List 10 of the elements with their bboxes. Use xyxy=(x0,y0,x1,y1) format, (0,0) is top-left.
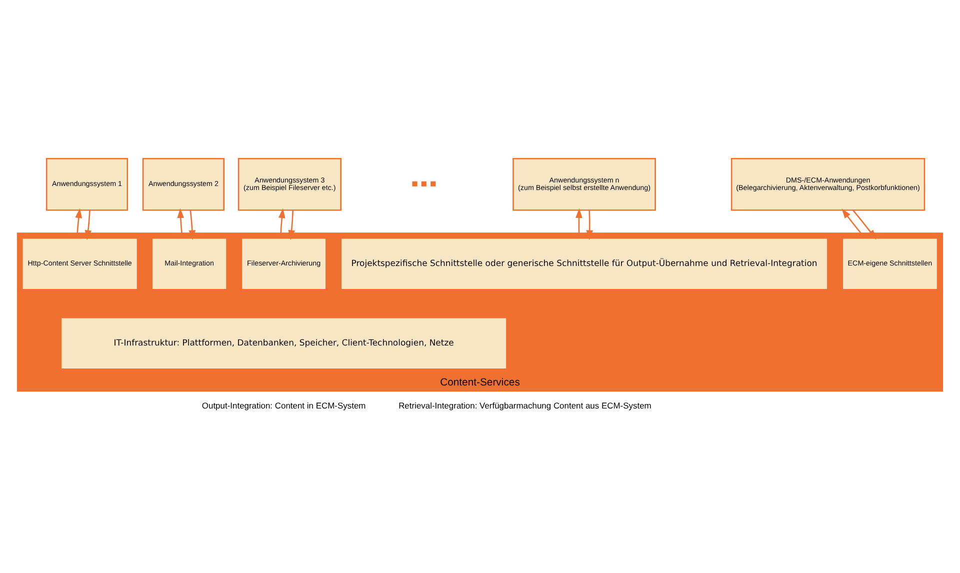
legend-label: Output-Integration: Content in ECM-System xyxy=(202,400,366,410)
legend-label: Retrieval-Integration: Verfügbarmachung Content aus ECM-System xyxy=(398,400,652,410)
arrow xyxy=(852,209,876,240)
arrow xyxy=(586,210,594,240)
arrow xyxy=(288,210,296,240)
arrow xyxy=(188,210,196,240)
node-box: Projektspezifische Schnittstelle oder generische Schnittstelle für Output-Übernahme und Retrieval-Integration xyxy=(340,236,828,290)
node-box: IT-Infrastruktur: Plattformen, Datenbanken, Speicher, Client-Technologien, Netze xyxy=(60,316,508,370)
arrow xyxy=(84,210,92,240)
label: ■ ■ ■ xyxy=(412,178,436,190)
